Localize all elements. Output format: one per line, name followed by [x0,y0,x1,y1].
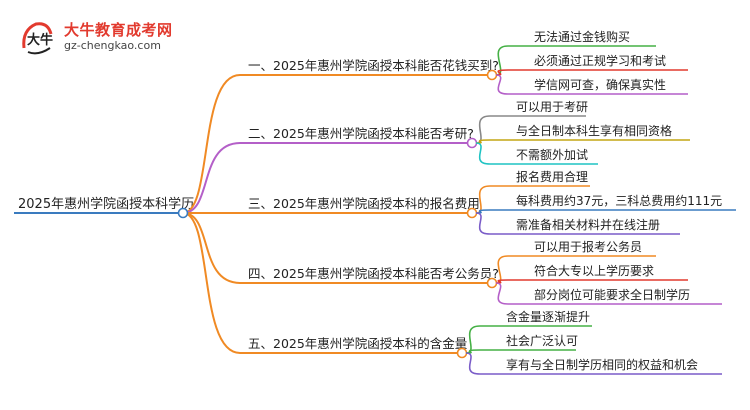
branch-label[interactable]: 二、2025年惠州学院函授本科能否考研? [248,126,474,141]
leaf-label[interactable]: 含金量逐渐提升 [506,309,590,324]
site-logo[interactable]: 大牛 大牛教育成考网 gz-chengkao.com [18,18,178,58]
leaf-label[interactable]: 与全日制本科生享有相同资格 [516,123,672,138]
branch-label[interactable]: 一、2025年惠州学院函授本科能否花钱买到? [248,58,499,73]
leaf-connector [495,282,509,305]
branch-node[interactable] [486,69,498,81]
leaf-label[interactable]: 必须通过正规学习和考试 [534,53,666,68]
leaf-label[interactable]: 学信网可查，确保真实性 [534,77,666,92]
branch-node[interactable] [466,207,478,219]
leaf-label[interactable]: 需准备相关材料并在线注册 [516,217,660,232]
leaf-label[interactable]: 可以用于报考公务员 [534,239,642,254]
leaf-connector [465,325,481,354]
leaf-label[interactable]: 符合大专以上学历要求 [534,263,654,278]
branch-connector [182,212,241,284]
logo-mark-text: 大牛 [27,32,53,48]
logo-title: 大牛教育成考网 [64,21,173,39]
root-label[interactable]: 2025年惠州学院函授本科学历 [18,196,194,212]
leaf-label[interactable]: 享有与全日制学历相同的权益和机会 [506,357,698,372]
branch-connector [182,142,241,214]
leaf-connector [475,212,491,235]
logo-url: gz-chengkao.com [64,39,161,52]
leaf-label[interactable]: 社会广泛认可 [506,333,578,348]
branch-node[interactable] [456,347,468,359]
branch-label[interactable]: 五、2025年惠州学院函授本科的含金量 [248,336,467,351]
logo-mark-icon: 大牛 [22,22,53,55]
leaf-label[interactable]: 每科费用约37元，三科总费用约111元 [516,193,722,208]
leaf-label[interactable]: 可以用于考研 [516,100,588,114]
leaf-connector [475,115,491,144]
branch-label[interactable]: 四、2025年惠州学院函授本科能否考公务员? [248,266,499,281]
leaf-label[interactable]: 部分岗位可能要求全日制学历 [534,287,690,302]
leaf-connector [465,352,481,375]
branch-connector [182,74,241,214]
branch-node[interactable] [466,137,478,149]
leaf-connector [475,142,491,165]
leaf-label[interactable]: 不需额外加试 [516,147,588,162]
branch-node[interactable] [486,277,498,289]
branch-connector [182,212,241,354]
branch-label[interactable]: 三、2025年惠州学院函授本科的报名费用 [248,196,480,211]
root-node[interactable] [177,207,189,219]
leaf-label[interactable]: 无法通过金钱购买 [534,29,630,44]
leaf-connector [495,74,509,95]
leaf-label[interactable]: 报名费用合理 [516,169,588,184]
